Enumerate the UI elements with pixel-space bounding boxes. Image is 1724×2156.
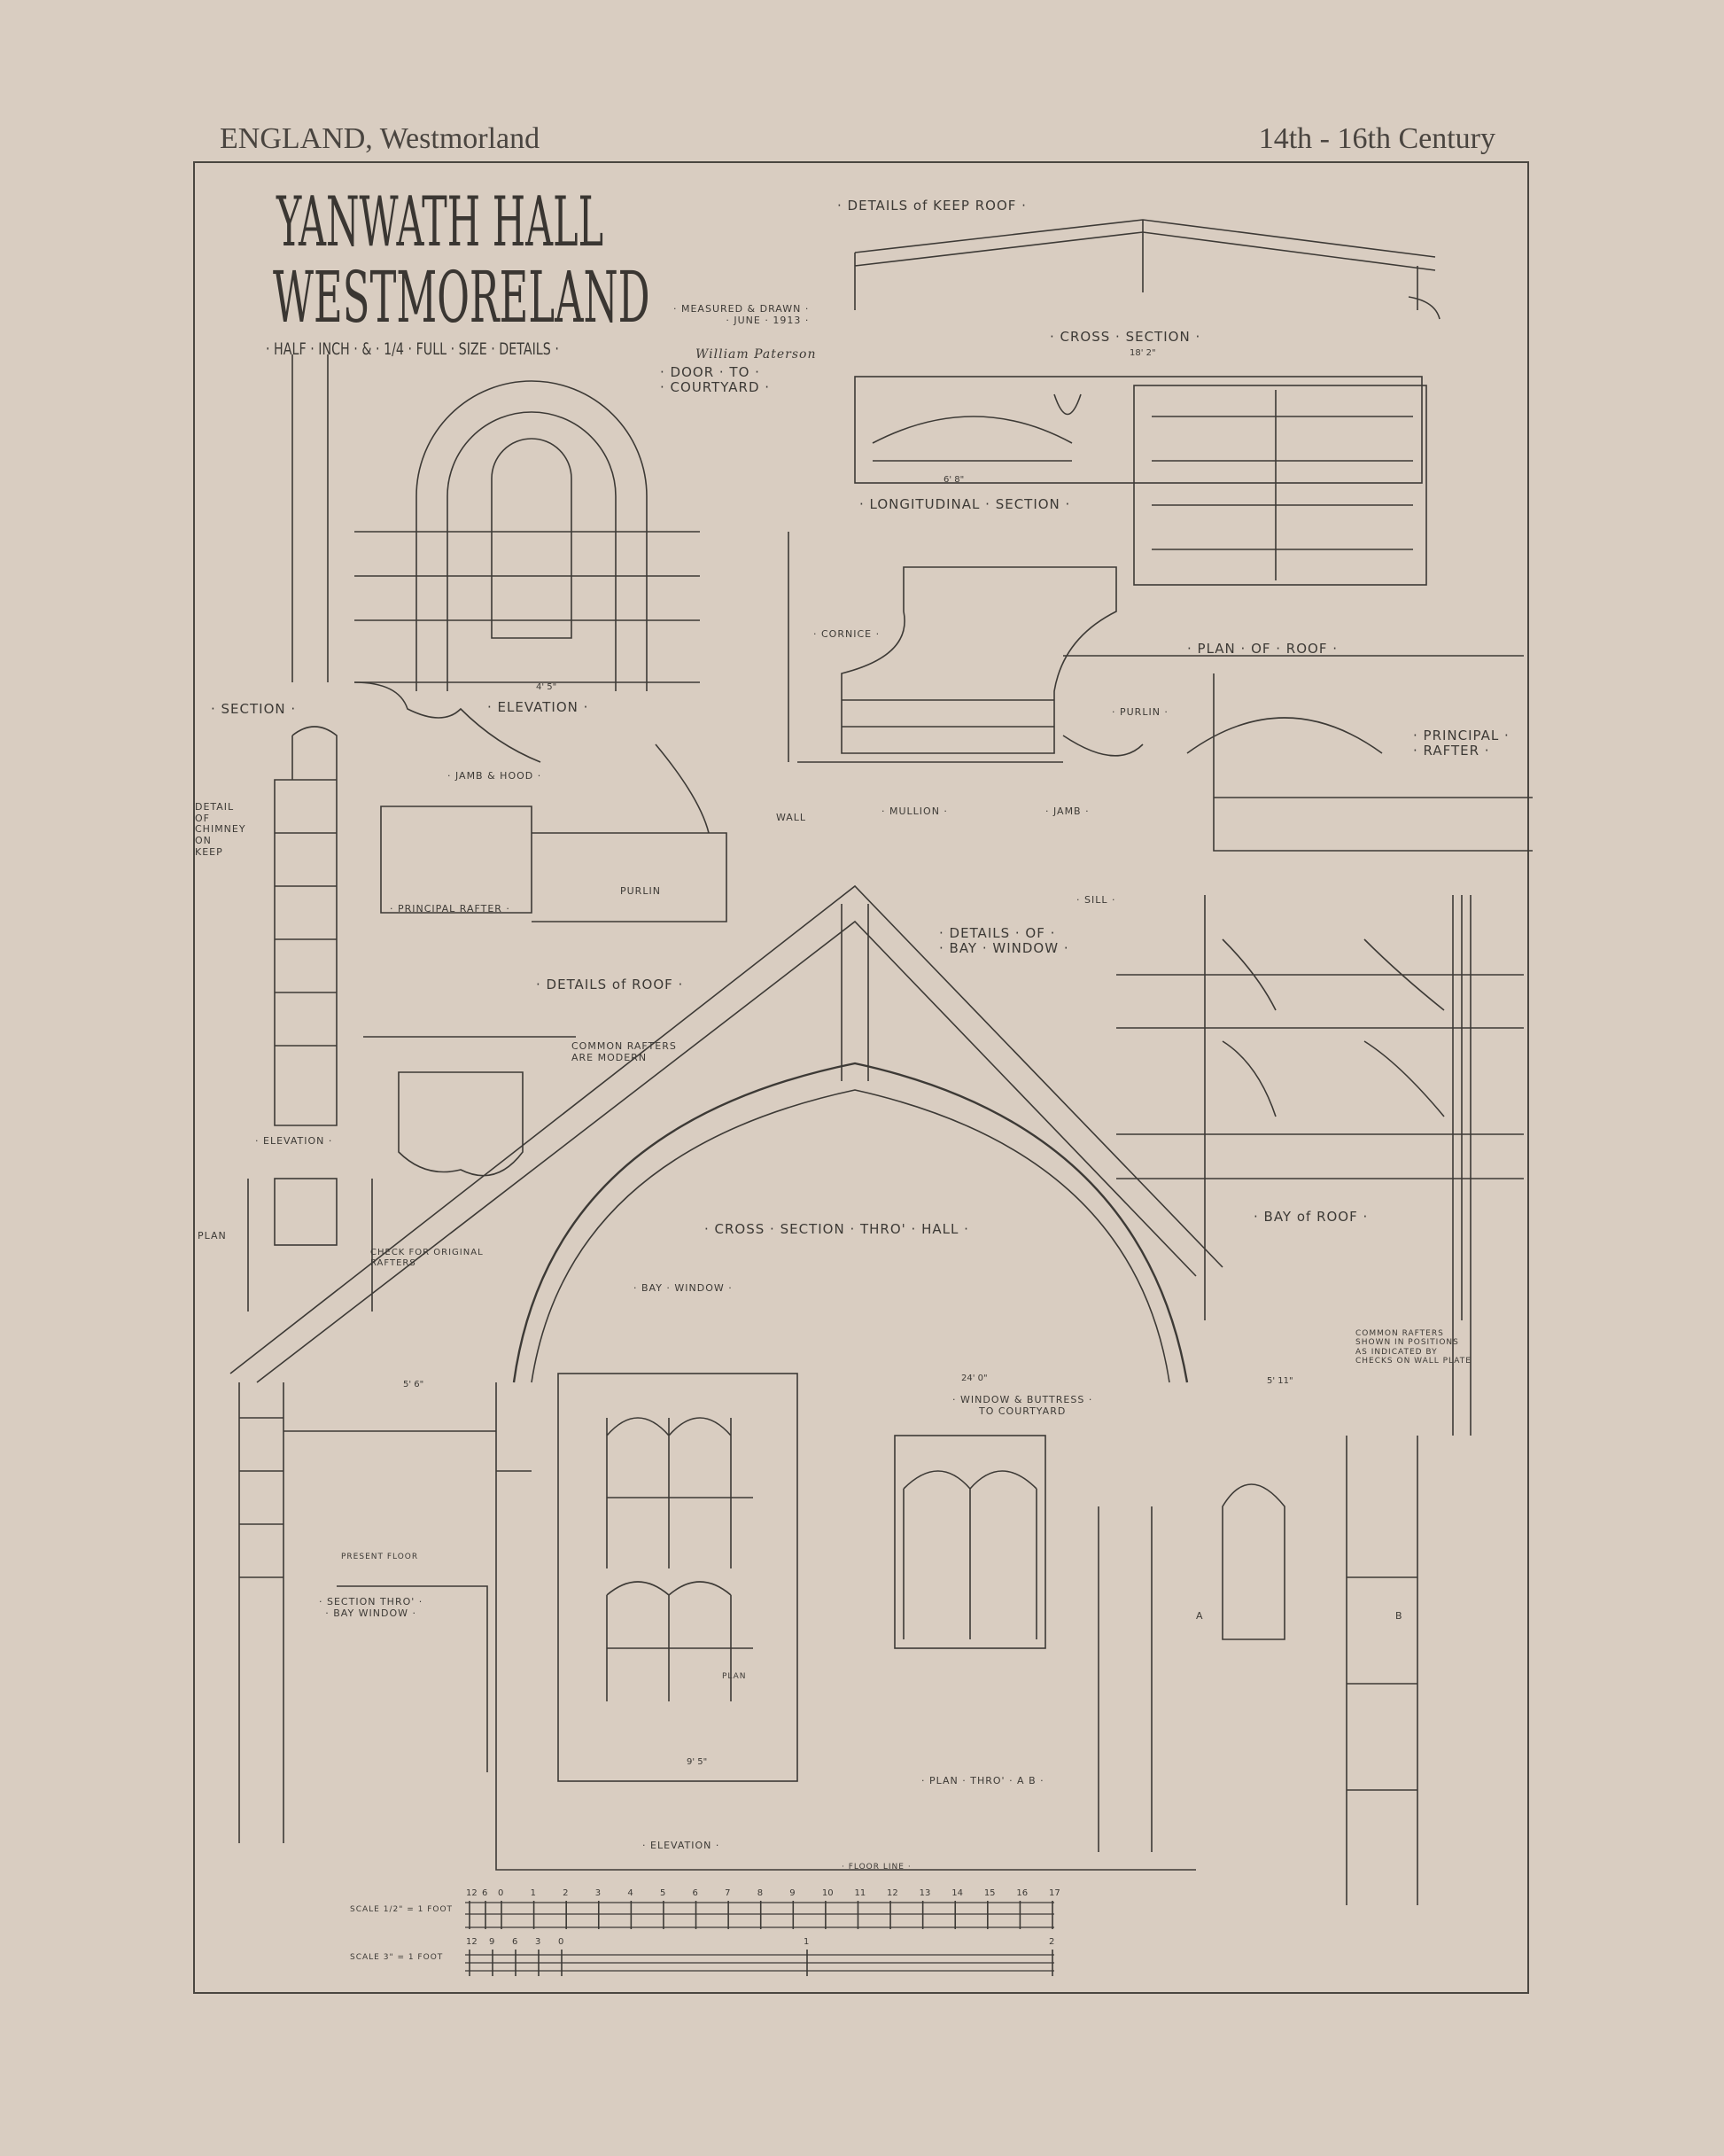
- measured-drawn-note: · MEASURED & DRAWN · · JUNE · 1913 ·: [673, 303, 810, 326]
- scale-tick-label: 2: [563, 1888, 569, 1898]
- scale-tick-label: 3: [535, 1937, 541, 1947]
- scale-tick-label: 17: [1049, 1888, 1060, 1898]
- dim-cross-span: 18' 2": [1130, 348, 1156, 358]
- scale-tick-label: 12: [466, 1937, 478, 1947]
- label-principal-rafter-right: · PRINCIPAL · · RAFTER ·: [1413, 728, 1510, 759]
- dim-door-width: 4' 5": [536, 682, 557, 692]
- label-present-floor: PRESENT FLOOR: [341, 1553, 419, 1561]
- scale-tick-label: 4: [627, 1888, 633, 1898]
- label-cornice: · CORNICE ·: [813, 628, 881, 640]
- scale-tick-label: 2: [1049, 1937, 1055, 1947]
- label-mullion: · MULLION ·: [881, 806, 948, 817]
- door-elevation: [291, 354, 710, 834]
- label-cross-section-hall: · CROSS · SECTION · THRO' · HALL ·: [704, 1221, 969, 1237]
- label-section: · SECTION ·: [211, 701, 297, 717]
- scale-tick-label: 0: [498, 1888, 504, 1898]
- scale-tick-label: 12: [466, 1888, 478, 1898]
- label-sill: · SILL ·: [1076, 894, 1116, 906]
- scale-tick-label: 5: [659, 1888, 666, 1898]
- label-purlin-mid: PURLIN: [620, 885, 661, 897]
- dim-right: 5' 11": [1267, 1376, 1293, 1386]
- label-elevation-main: · ELEVATION ·: [642, 1840, 720, 1851]
- hall-cross-section: [229, 884, 1223, 1871]
- bay-of-roof: [1116, 895, 1524, 1436]
- scale-tick-label: 6: [512, 1937, 518, 1947]
- drawing-frame: [193, 161, 1529, 1994]
- scale-tick-label: 13: [919, 1888, 931, 1898]
- label-keep-roof: · DETAILS of KEEP ROOF ·: [837, 198, 1027, 214]
- scale-tick-label: 11: [854, 1888, 866, 1898]
- scale-tick-label: 1: [804, 1937, 810, 1947]
- label-plan-chimney: PLAN: [198, 1230, 227, 1241]
- label-longitudinal: · LONGITUDINAL · SECTION ·: [859, 496, 1071, 512]
- scale-tick-label: 6: [692, 1888, 698, 1898]
- label-point-a: A: [1196, 1610, 1204, 1622]
- label-jamb: · JAMB ·: [1045, 806, 1090, 817]
- label-bay-window-details: · DETAILS · OF · · BAY · WINDOW ·: [939, 925, 1069, 957]
- scale-label-three-inch: SCALE 3" = 1 FOOT: [350, 1953, 444, 1962]
- scale-tick-label: 10: [821, 1888, 834, 1898]
- scale-tick-label: 16: [1016, 1888, 1029, 1898]
- label-bay-window: · BAY · WINDOW ·: [633, 1282, 733, 1294]
- label-cross-section: · CROSS · SECTION ·: [1050, 329, 1201, 345]
- label-common-rafters-shown: COMMON RAFTERS SHOWN IN POSITIONS AS IND…: [1355, 1329, 1472, 1366]
- label-purlin-top: · PURLIN ·: [1112, 706, 1169, 718]
- label-elevation-door: · ELEVATION ·: [487, 699, 589, 715]
- cross-section-keep: [854, 376, 1427, 586]
- scale-tick-label: 3: [594, 1888, 602, 1898]
- label-plan-of-roof: · PLAN · OF · ROOF ·: [1187, 641, 1339, 657]
- scale-tick-label: 7: [725, 1888, 731, 1898]
- roof-details: [363, 806, 727, 1177]
- scale-tick-label: 8: [757, 1888, 764, 1898]
- scale-tick-label: 15: [983, 1888, 996, 1898]
- label-point-b: B: [1395, 1610, 1403, 1622]
- label-jamb-hood: · JAMB & HOOD ·: [447, 770, 542, 782]
- label-window-buttress: · WINDOW & BUTTRESS · TO COURTYARD: [952, 1394, 1093, 1417]
- label-check-rafters: CHECK FOR ORIGINAL RAFTERS: [370, 1248, 484, 1268]
- title-subtitle: · HALF · INCH · & · 1/4 · FULL · SIZE · …: [266, 339, 559, 359]
- title-westmoreland: WESTMORELAND: [273, 256, 650, 339]
- label-section-bay-window: · SECTION THRO' · · BAY WINDOW ·: [319, 1596, 423, 1619]
- bay-window-section: [238, 1382, 496, 1843]
- chimney-detail: [247, 726, 373, 1312]
- label-details-roof: · DETAILS of ROOF ·: [536, 977, 684, 992]
- location-heading: ENGLAND, Westmorland: [220, 122, 540, 155]
- label-door-courtyard: · DOOR · TO · · COURTYARD ·: [660, 364, 771, 396]
- bay-window-elevation: [557, 1373, 798, 1782]
- window-buttress-elevation: [894, 1435, 1418, 1905]
- label-plan-thro-ab: · PLAN · THRO' · A B ·: [921, 1775, 1044, 1786]
- scale-tick-label: 9: [789, 1888, 796, 1898]
- cornice-section: [788, 532, 1117, 763]
- label-wall: WALL: [776, 812, 807, 823]
- label-common-rafters-modern: COMMON RAFTERS ARE MODERN: [571, 1040, 677, 1063]
- draftsman-signature: William Paterson: [695, 347, 817, 362]
- scale-tick-label: 0: [558, 1937, 564, 1947]
- scale-tick-label: 6: [482, 1888, 488, 1898]
- label-floor-line: · FLOOR LINE ·: [842, 1863, 912, 1872]
- label-elevation-chimney: · ELEVATION ·: [255, 1135, 333, 1147]
- label-principal-rafter-left: · PRINCIPAL RAFTER ·: [390, 903, 510, 915]
- scale-label-half-inch: SCALE 1/2" = 1 FOOT: [350, 1905, 454, 1914]
- plan-of-roof: [1062, 655, 1533, 852]
- scale-tick-label: 1: [530, 1888, 536, 1898]
- dim-left: 5' 6": [403, 1380, 424, 1389]
- label-chimney: DETAIL OF CHIMNEY ON KEEP: [195, 801, 246, 858]
- label-plan-small: PLAN: [722, 1672, 747, 1681]
- scale-tick-label: 9: [489, 1937, 495, 1947]
- label-bay-of-roof: · BAY of ROOF ·: [1254, 1209, 1369, 1225]
- dim-window-width: 9' 5": [687, 1757, 708, 1767]
- keep-roof-detail: [854, 219, 1441, 320]
- period-heading: 14th - 16th Century: [1258, 122, 1495, 155]
- title-yanwath-hall: YANWATH HALL: [276, 183, 604, 262]
- scale-tick-label: 12: [887, 1888, 898, 1898]
- dim-hall-span: 24' 0": [961, 1374, 988, 1383]
- scale-tick-label: 14: [951, 1888, 963, 1898]
- dim-long-span: 6' 8": [944, 475, 965, 485]
- scale-bars: [465, 1902, 1054, 1972]
